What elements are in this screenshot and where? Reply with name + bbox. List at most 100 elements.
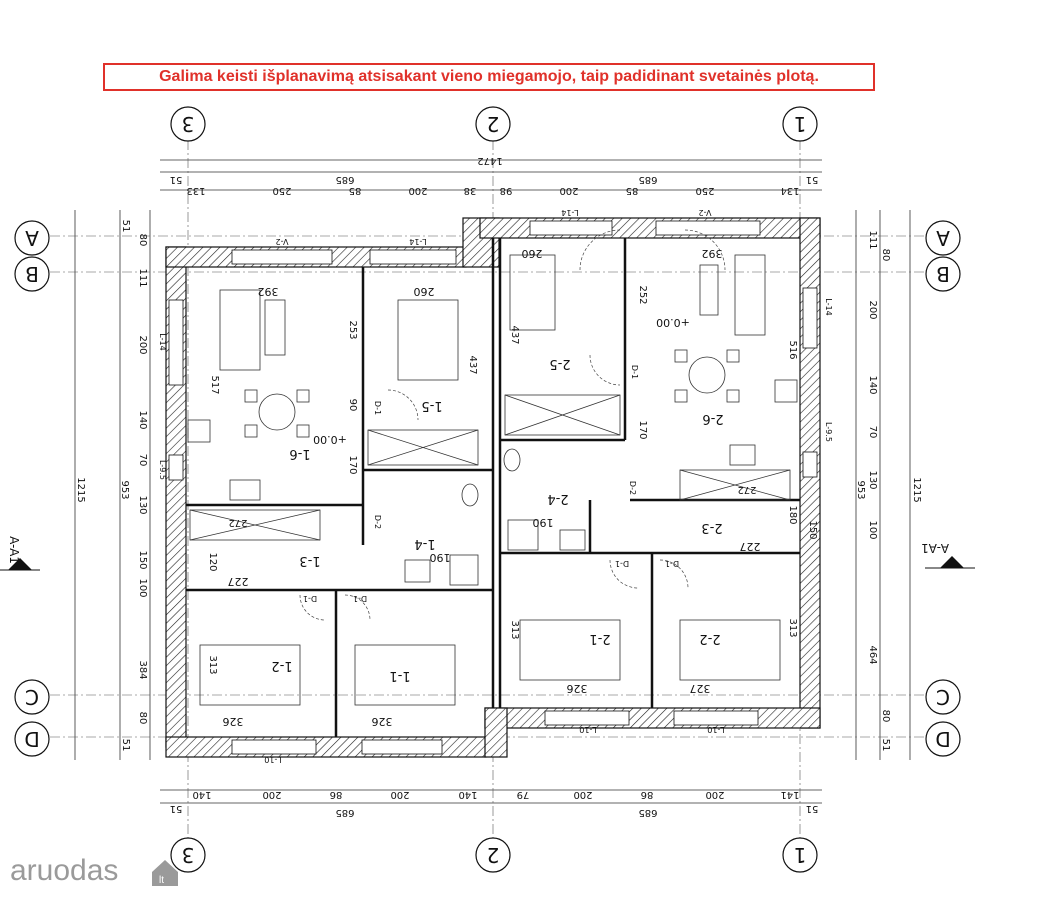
svg-text:140: 140 [458,789,477,800]
room-1-1-area: 326 [372,715,393,728]
axis-bubble-A-right: A [925,220,961,256]
room-1-2-label: 1-2 [271,658,292,673]
svg-text:lt: lt [159,875,164,886]
svg-text:517: 517 [209,375,220,394]
room-1-1-label: 1-1 [389,668,410,683]
svg-text:2: 2 [487,112,500,136]
right-dimensions: 111 80 200 140 70 130 100 464 80 51 953 … [855,230,922,751]
svg-text:80: 80 [137,712,148,725]
svg-text:51: 51 [170,174,183,185]
svg-text:313: 313 [207,655,218,674]
axis-bubble-B-left: B [14,256,50,292]
svg-text:L-14: L-14 [158,333,167,350]
axis-bubble-2-top: 2 [475,106,511,142]
svg-text:200: 200 [390,789,409,800]
svg-text:150: 150 [807,520,818,539]
svg-text:38: 38 [464,185,477,196]
svg-text:141: 141 [780,789,799,800]
svg-text:253: 253 [347,320,358,339]
svg-text:685: 685 [335,807,354,818]
svg-text:85: 85 [626,185,639,196]
room-1-6-area: 392 [258,285,279,298]
svg-text:D-1: D-1 [303,594,317,603]
svg-text:516: 516 [787,340,798,359]
svg-text:200: 200 [573,789,592,800]
wardrobes [189,394,791,541]
room-1-6-label: 1-6 [289,446,310,461]
svg-text:51: 51 [806,174,819,185]
svg-text:D-1: D-1 [373,401,382,415]
room-1-5-label: 1-5 [421,398,442,413]
room-labels: 1-6 392 1-5 260 1-4 190 1-3 227 1-2 326 … [223,247,761,728]
windows [168,220,818,755]
room-1-4-label: 1-4 [414,536,435,551]
svg-text:313: 313 [787,618,798,637]
room-2-4-label: 2-4 [547,491,568,506]
svg-text:437: 437 [467,355,478,374]
room-2-4-area: 190 [533,516,554,529]
svg-text:120: 120 [207,552,218,571]
room-2-6-area: 392 [702,247,723,260]
svg-text:1: 1 [794,843,807,867]
svg-text:L-10: L-10 [264,755,281,764]
room-2-1-area: 326 [567,682,588,695]
aruodas-watermark: aruodas lt [10,854,178,887]
room-2-3-label: 2-3 [701,520,722,535]
svg-text:70: 70 [867,426,878,439]
svg-text:1: 1 [794,112,807,136]
svg-text:685: 685 [638,807,657,818]
svg-text:384: 384 [137,660,148,679]
svg-text:79: 79 [517,789,530,800]
dimension-lines [74,159,911,804]
svg-text:A-A1: A-A1 [7,536,21,564]
svg-text:200: 200 [867,300,878,319]
axis-bubble-2-bottom: 2 [475,837,511,873]
svg-text:313: 313 [509,620,520,639]
svg-text:98: 98 [500,185,513,196]
svg-text:2: 2 [487,843,500,867]
room-1-5-area: 260 [414,285,435,298]
top-total: 1472 [477,155,502,166]
svg-text:B: B [25,262,39,286]
svg-text:140: 140 [137,410,148,429]
svg-text:L-14: L-14 [409,237,426,246]
svg-text:130: 130 [137,495,148,514]
svg-text:111: 111 [867,230,878,249]
axis-bubble-C-left: C [14,679,50,715]
svg-text:V-2: V-2 [276,237,289,246]
svg-text:51: 51 [170,803,183,814]
svg-text:437: 437 [509,325,520,344]
svg-text:1215: 1215 [911,477,922,502]
furniture [187,254,798,706]
room-1-3-label: 1-3 [299,553,320,568]
svg-text:51: 51 [880,739,891,752]
svg-text:111: 111 [137,268,148,287]
section-marker-left: A-A1 [0,536,40,571]
svg-text:685: 685 [638,174,657,185]
room-1-4-area: 190 [430,551,451,564]
section-arrow-left [8,558,32,570]
svg-text:272: 272 [228,517,247,528]
level-label-right: +0.00 [656,316,690,329]
svg-text:A: A [936,226,950,250]
axis-bubble-D-left: D [14,721,50,757]
svg-text:D-1: D-1 [615,559,629,568]
svg-text:140: 140 [192,789,211,800]
svg-text:250: 250 [695,185,714,196]
svg-text:200: 200 [408,185,427,196]
level-label-left: +0.00 [313,433,347,446]
room-2-2-area: 327 [690,682,711,695]
svg-text:90: 90 [347,399,358,412]
room-2-6-label: 2-6 [702,411,723,426]
svg-text:L-9.5: L-9.5 [158,460,167,480]
svg-text:51: 51 [120,739,131,752]
svg-text:L-9.5: L-9.5 [824,422,833,442]
svg-text:80: 80 [137,234,148,247]
room-2-3-area: 227 [740,540,761,553]
axis-bubble-A-left: A [14,220,50,256]
room-1-3-area: 227 [228,575,249,588]
svg-text:464: 464 [867,645,878,664]
svg-text:86: 86 [330,789,343,800]
svg-text:D: D [24,727,39,751]
svg-text:953: 953 [855,480,866,499]
